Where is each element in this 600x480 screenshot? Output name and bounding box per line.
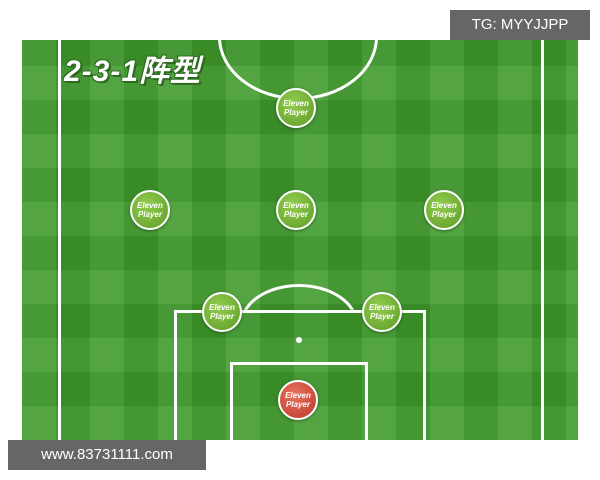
football-pitch: 2-3-1阵型 Eleven Player Eleven Player Elev… bbox=[22, 40, 578, 440]
player-forward: Eleven Player bbox=[276, 88, 316, 128]
formation-title: 2-3-1阵型 bbox=[64, 55, 202, 88]
left-touchline bbox=[58, 40, 61, 440]
player-midfielder-right: Eleven Player bbox=[424, 190, 464, 230]
right-touchline bbox=[541, 40, 544, 440]
player-defender-left: Eleven Player bbox=[202, 292, 242, 332]
player-defender-right: Eleven Player bbox=[362, 292, 402, 332]
goal-box bbox=[230, 362, 368, 440]
penalty-box bbox=[174, 310, 426, 440]
player-midfielder-center: Eleven Player bbox=[276, 190, 316, 230]
watermark-url: www.83731111.com bbox=[8, 440, 206, 470]
player-goalkeeper: Eleven Player bbox=[278, 380, 318, 420]
watermark-tg: TG: MYYJJPP bbox=[450, 10, 590, 40]
penalty-spot bbox=[296, 337, 302, 343]
player-midfielder-left: Eleven Player bbox=[130, 190, 170, 230]
